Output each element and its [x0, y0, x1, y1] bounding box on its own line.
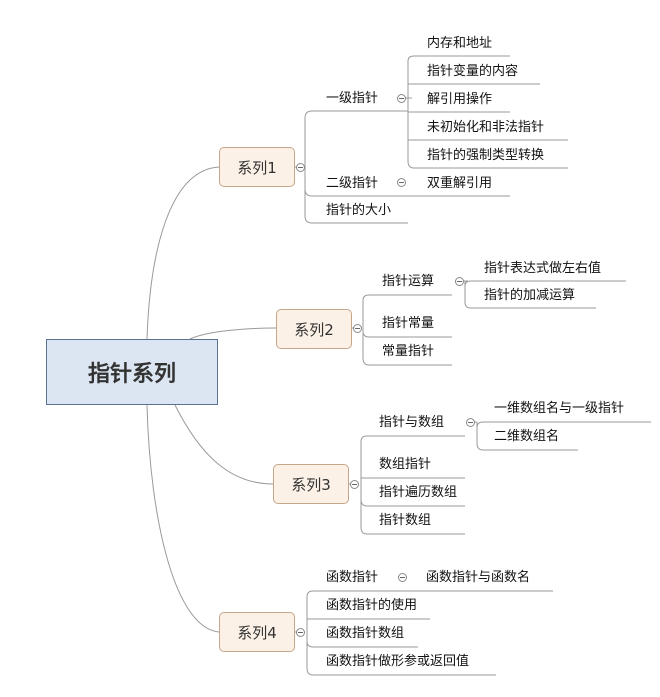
topic-pointer-variable-content[interactable]: 指针变量的内容 [427, 64, 519, 79]
branch-series-1[interactable]: 系列1 [219, 147, 295, 187]
topic-array-pointer[interactable]: 数组指针 [379, 457, 432, 472]
topic-pointer-arithmetic[interactable]: 指针运算 [382, 274, 435, 289]
collapse-icon[interactable] [296, 163, 305, 172]
topic-2d-array-name[interactable]: 二维数组名 [494, 429, 560, 444]
topic-function-pointer-vs-name[interactable]: 函数指针与函数名 [426, 570, 531, 585]
topic-pointer-cast[interactable]: 指针的强制类型转换 [427, 148, 545, 163]
topic-pointer-add-sub[interactable]: 指针的加减运算 [484, 288, 576, 303]
collapse-icon[interactable] [397, 178, 406, 187]
branch-series-2[interactable]: 系列2 [276, 309, 352, 349]
collapse-icon[interactable] [398, 573, 407, 582]
collapse-icon[interactable] [455, 277, 464, 286]
topic-pointer-traverse-array[interactable]: 指针遍历数组 [379, 485, 458, 500]
topic-pointer-size[interactable]: 指针的大小 [326, 203, 392, 218]
topic-pointer-and-array[interactable]: 指针与数组 [379, 415, 445, 430]
topic-level2-pointer[interactable]: 二级指针 [326, 176, 379, 191]
topic-constant-pointer[interactable]: 常量指针 [382, 344, 435, 359]
topic-pointer-lvalue-rvalue[interactable]: 指针表达式做左右值 [484, 261, 602, 276]
collapse-icon[interactable] [350, 480, 359, 489]
collapse-icon[interactable] [353, 324, 362, 333]
collapse-icon[interactable] [397, 94, 406, 103]
branch-series-3[interactable]: 系列3 [273, 464, 349, 504]
topic-double-dereference[interactable]: 双重解引用 [427, 176, 493, 191]
topic-pointer-constant[interactable]: 指针常量 [382, 316, 435, 331]
root-topic[interactable]: 指针系列 [46, 339, 218, 405]
topic-uninitialized-pointer[interactable]: 未初始化和非法指针 [427, 120, 545, 135]
topic-function-pointer[interactable]: 函数指针 [326, 570, 379, 585]
topic-function-pointer-usage[interactable]: 函数指针的使用 [326, 598, 418, 613]
topic-level1-pointer[interactable]: 一级指针 [326, 91, 379, 106]
collapse-icon[interactable] [296, 628, 305, 637]
branch-series-4[interactable]: 系列4 [219, 612, 295, 652]
topic-dereference[interactable]: 解引用操作 [427, 92, 493, 107]
topic-pointer-array[interactable]: 指针数组 [379, 513, 432, 528]
topic-function-pointer-array[interactable]: 函数指针数组 [326, 626, 405, 641]
collapse-icon[interactable] [466, 418, 475, 427]
topic-function-pointer-param-return[interactable]: 函数指针做形参或返回值 [326, 654, 470, 669]
topic-memory-address[interactable]: 内存和地址 [427, 36, 493, 51]
topic-1d-array-name[interactable]: 一维数组名与一级指针 [494, 401, 625, 416]
